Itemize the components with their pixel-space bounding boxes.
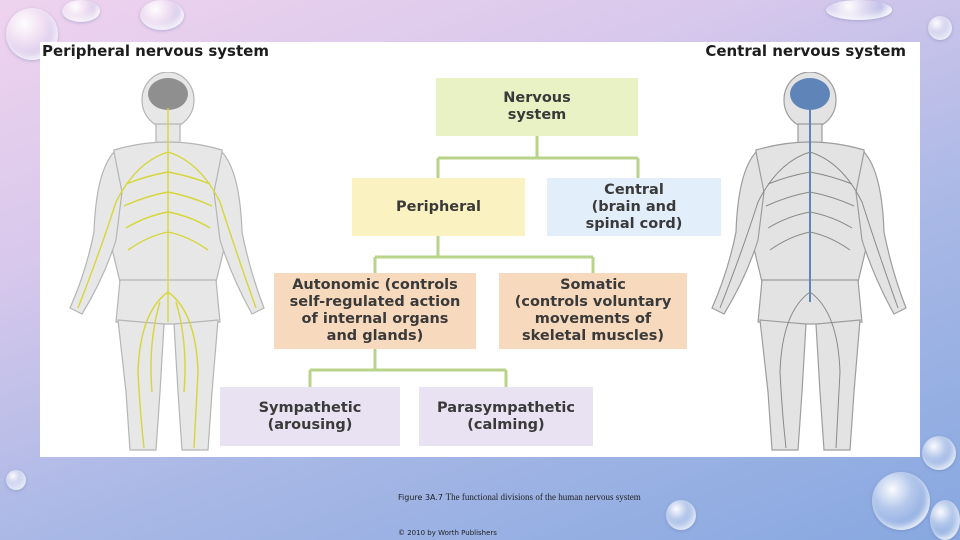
caption-label: Figure 3A.7 bbox=[398, 493, 444, 502]
box-somatic: Somatic (controls voluntary movements of… bbox=[499, 273, 687, 349]
heading-peripheral: Peripheral nervous system bbox=[42, 42, 269, 60]
brain-icon bbox=[790, 78, 830, 110]
bubble-decoration bbox=[666, 500, 696, 530]
box-sympathetic: Sympathetic (arousing) bbox=[220, 387, 400, 446]
figure-caption: Figure 3A.7 The functional divisions of … bbox=[398, 492, 641, 502]
bubble-decoration bbox=[6, 470, 26, 490]
brain-icon bbox=[148, 78, 188, 110]
diagram-connectors bbox=[308, 136, 640, 387]
bubble-decoration bbox=[872, 472, 930, 530]
bubble-decoration bbox=[140, 0, 184, 30]
box-autonomic: Autonomic (controls self-regulated actio… bbox=[274, 273, 476, 349]
peripheral-body-figure bbox=[69, 72, 265, 451]
bubble-decoration bbox=[922, 436, 956, 470]
box-nervous-system: Nervous system bbox=[436, 78, 638, 136]
box-parasympathetic: Parasympathetic (calming) bbox=[419, 387, 593, 446]
bubble-decoration bbox=[928, 16, 952, 40]
bubble-decoration bbox=[930, 500, 960, 540]
box-peripheral: Peripheral bbox=[352, 178, 525, 236]
heading-central: Central nervous system bbox=[705, 42, 906, 60]
central-body-figure bbox=[711, 72, 907, 451]
bubble-decoration bbox=[826, 0, 892, 20]
figure-panel: Peripheral nervous system Central nervou… bbox=[40, 42, 920, 457]
caption-text: The functional divisions of the human ne… bbox=[445, 492, 641, 502]
copyright-notice: © 2010 by Worth Publishers bbox=[398, 529, 497, 537]
bubble-decoration bbox=[62, 0, 100, 22]
box-central: Central (brain and spinal cord) bbox=[547, 178, 721, 236]
